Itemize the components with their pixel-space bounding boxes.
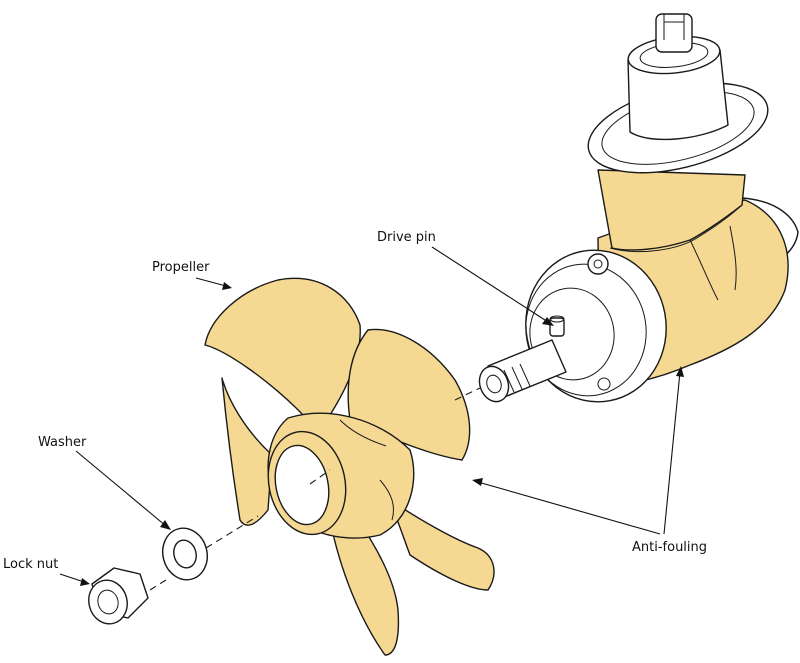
lock-nut-label: Lock nut: [3, 557, 58, 572]
callout-washer: Washer: [38, 435, 171, 530]
lock-nut: [88, 567, 149, 625]
drive-leg: [478, 13, 799, 403]
anti-fouling-label: Anti-fouling: [632, 540, 707, 555]
drive-pin-label: Drive pin: [377, 230, 436, 245]
callout-lock-nut: Lock nut: [3, 557, 90, 586]
washer: [162, 527, 208, 581]
callout-propeller: Propeller: [152, 260, 232, 290]
propeller: [204, 277, 495, 656]
assembly-axis: [149, 387, 481, 591]
callout-drive-pin: Drive pin: [377, 230, 554, 326]
propeller-label: Propeller: [152, 260, 210, 275]
washer-label: Washer: [38, 435, 87, 450]
callout-anti-fouling: Anti-fouling: [472, 366, 707, 555]
